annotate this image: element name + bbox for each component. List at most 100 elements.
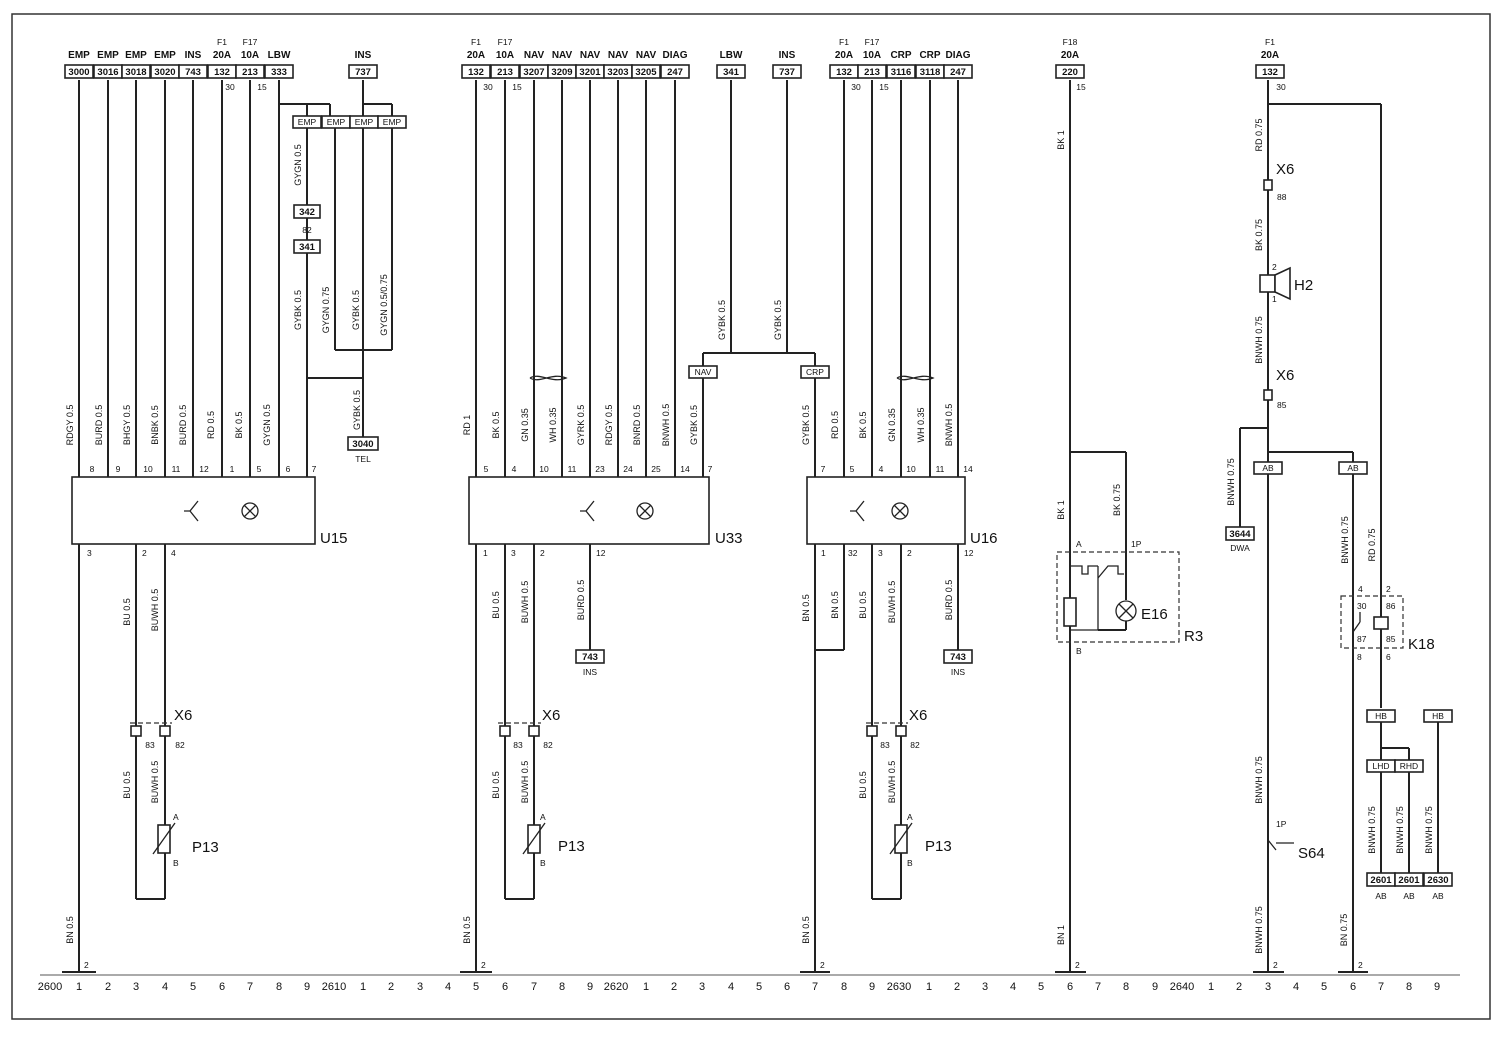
pin-number: 3 — [878, 548, 883, 558]
p13-pin-a: A — [907, 812, 913, 822]
grid-reference: 5 — [473, 981, 479, 993]
ab-box: AB — [1262, 463, 1274, 473]
connector-box — [631, 64, 661, 79]
wire-spec: BN 0.5 — [65, 916, 75, 944]
header-label: CRP — [890, 50, 911, 61]
grid-reference: 3 — [133, 981, 139, 993]
k18-pin-86: 86 — [1386, 601, 1396, 611]
connector-code: 3000 — [68, 67, 89, 78]
wire-spec: BU 0.5 — [858, 591, 868, 619]
header-label: NAV — [552, 50, 573, 61]
wire-spec: BN 1 — [1056, 925, 1066, 945]
wire-spec: BUWH 0.5 — [150, 761, 160, 804]
header-label: 20A — [213, 50, 231, 61]
pin-number: 10 — [143, 464, 153, 474]
pin-number: 11 — [936, 464, 945, 474]
wire-spec: BUWH 0.5 — [520, 581, 530, 624]
ab-box: AB — [1347, 463, 1359, 473]
wire-spec: BN 0.5 — [462, 916, 472, 944]
connector-code: 213 — [864, 67, 880, 78]
connector-box — [1055, 64, 1085, 79]
pin-number: 4 — [879, 464, 884, 474]
hb-box: HB — [1432, 711, 1444, 721]
tel-label: TEL — [355, 454, 371, 464]
terminal-number: 30 — [483, 82, 493, 92]
pin-82: 82 — [175, 740, 185, 750]
k18-pin-4: 4 — [1358, 584, 1363, 594]
section-r3: A 1P B E16 R3 2 — [1056, 80, 1203, 972]
connector-box — [348, 64, 378, 79]
pin-number: 11 — [568, 464, 577, 474]
pin-number: 12 — [596, 548, 606, 558]
grid-reference: 7 — [531, 981, 537, 993]
wire-spec: BK 1 — [1056, 130, 1066, 150]
header-label: NAV — [608, 50, 629, 61]
pin-number: 23 — [595, 464, 605, 474]
wire-spec: BUWH 0.5 — [150, 589, 160, 632]
grid-reference: 2 — [105, 981, 111, 993]
k18-pin-6: 6 — [1386, 652, 1391, 662]
x6-label: X6 — [909, 707, 927, 724]
grid-reference: 5 — [190, 981, 196, 993]
pin-number: 1 — [483, 548, 488, 558]
connector-box — [716, 64, 746, 79]
module-u15 — [71, 476, 316, 545]
s64-pin: 1P — [1276, 819, 1287, 829]
wire-spec: WH 0.35 — [916, 407, 926, 442]
ins-label: INS — [951, 667, 966, 677]
header-label: LBW — [268, 50, 291, 61]
header-label: NAV — [636, 50, 657, 61]
terminal-number: 15 — [1076, 82, 1086, 92]
p13-label: P13 — [192, 839, 219, 856]
pin-number: 7 — [708, 464, 713, 474]
grid-reference: 4 — [445, 981, 451, 993]
fuse-name: F1 — [217, 37, 227, 47]
fuse-name: F17 — [498, 37, 513, 47]
connector-code: 3018 — [125, 67, 146, 78]
wire-spec: BK 0.75 — [1254, 219, 1264, 251]
connector-code: 3020 — [154, 67, 175, 78]
grid-reference: 5 — [756, 981, 762, 993]
connector-3644: 3644 — [1229, 529, 1251, 540]
connector-box — [857, 64, 887, 79]
connector-code: 3205 — [635, 67, 657, 78]
grid-reference: 7 — [1378, 981, 1384, 993]
connector-code: 132 — [1262, 67, 1278, 78]
ground-pin: 2 — [820, 960, 825, 970]
grid-reference: 2 — [671, 981, 677, 993]
connector-code: 247 — [667, 67, 683, 78]
wire-spec: BK 0.5 — [234, 411, 244, 438]
connector-code: 3016 — [97, 67, 118, 78]
nav-box: NAV — [695, 367, 712, 377]
pin-83: 83 — [513, 740, 523, 750]
grid-reference: 2610 — [322, 981, 346, 993]
wire-spec: GYGN 0.5 — [262, 404, 272, 446]
wire-spec: GYGN 0.75 — [321, 287, 331, 334]
grid-reference: 5 — [1321, 981, 1327, 993]
grid-reference: 4 — [1293, 981, 1299, 993]
pin-number: 10 — [539, 464, 549, 474]
connector-box — [490, 64, 520, 79]
section-u33: NAV CRP U33 743 INS X6 83 82 A B P13 2 — [468, 80, 830, 972]
header-label: EMP — [97, 50, 119, 61]
grid-reference: 8 — [1123, 981, 1129, 993]
wire-spec: WH 0.35 — [548, 407, 558, 442]
x6-pin-85: 85 — [1277, 400, 1287, 410]
pin-number: 25 — [651, 464, 661, 474]
fuse-name: F17 — [865, 37, 880, 47]
u16-label: U16 — [970, 530, 998, 547]
fuse-name: F17 — [243, 37, 258, 47]
grid-reference: 8 — [841, 981, 847, 993]
connector-box — [461, 64, 491, 79]
wire-spec: BNWH 0.75 — [1424, 806, 1434, 854]
wire-spec: GYBK 0.5 — [773, 300, 783, 340]
x6-label: X6 — [542, 707, 560, 724]
connector-code: 247 — [950, 67, 966, 78]
terminal-number: 30 — [1276, 82, 1286, 92]
grid-reference: 9 — [1152, 981, 1158, 993]
header-label: INS — [185, 50, 202, 61]
pin-number: 5 — [484, 464, 489, 474]
connector-code: 3207 — [523, 67, 544, 78]
connector-box — [121, 64, 151, 79]
